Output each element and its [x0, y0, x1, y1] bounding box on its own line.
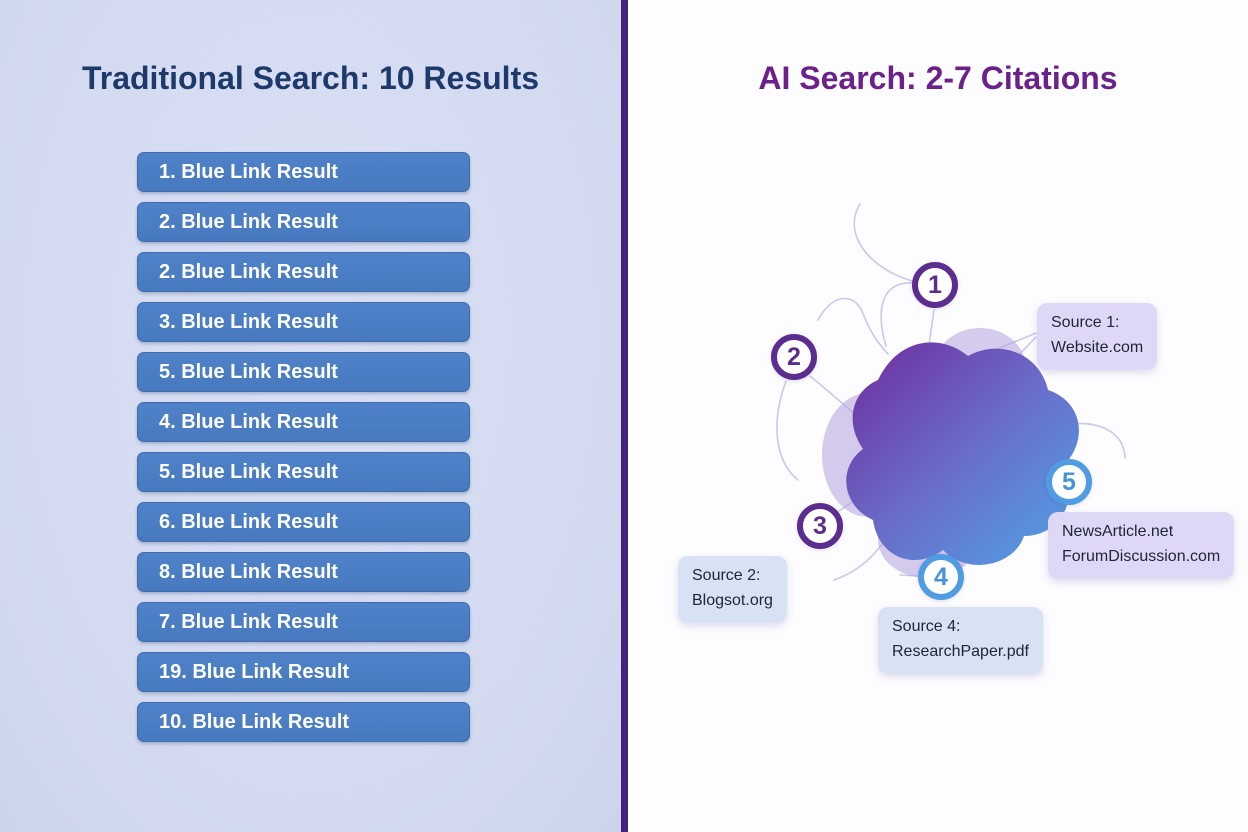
- traditional-search-panel: Traditional Search: 10 Results 1. Blue L…: [0, 0, 621, 832]
- panel-divider: [621, 0, 628, 832]
- result-item[interactable]: 2. Blue Link Result: [137, 202, 470, 242]
- search-results-list: 1. Blue Link Result 2. Blue Link Result …: [137, 152, 470, 742]
- result-item[interactable]: 19. Blue Link Result: [137, 652, 470, 692]
- ai-search-title: AI Search: 2-7 Citations: [758, 60, 1118, 96]
- traditional-search-title: Traditional Search: 10 Results: [81, 60, 540, 96]
- citation-circle-3: 3: [797, 503, 843, 549]
- source-label-website: Source 1: Website.com: [1037, 303, 1158, 370]
- result-item[interactable]: 1. Blue Link Result: [137, 152, 470, 192]
- result-item[interactable]: 5. Blue Link Result: [137, 352, 470, 392]
- result-item[interactable]: 8. Blue Link Result: [137, 552, 470, 592]
- citation-circle-1: 1: [912, 262, 958, 308]
- ai-answer-blob: [846, 342, 1079, 565]
- result-item[interactable]: 4. Blue Link Result: [137, 402, 470, 442]
- source-label-blogsot: Source 2: Blogsot.org: [678, 556, 787, 623]
- result-item[interactable]: 7. Blue Link Result: [137, 602, 470, 642]
- citation-diagram: 1 2 3 4 5 Source 1: Website.com NewsArti…: [628, 0, 1248, 832]
- result-item[interactable]: 5. Blue Link Result: [137, 452, 470, 492]
- result-item[interactable]: 2. Blue Link Result: [137, 252, 470, 292]
- source-label-researchpaper: Source 4: ResearchPaper.pdf: [878, 607, 1043, 674]
- citation-circle-4: 4: [918, 554, 964, 600]
- result-item[interactable]: 3. Blue Link Result: [137, 302, 470, 342]
- citation-circle-2: 2: [771, 334, 817, 380]
- ai-search-panel: AI Search: 2-7 Citations: [628, 0, 1248, 832]
- citation-network-graphic: [776, 203, 1126, 581]
- source-label-newsarticle-forum: NewsArticle.net ForumDiscussion.com: [1048, 512, 1235, 579]
- result-item[interactable]: 10. Blue Link Result: [137, 702, 470, 742]
- result-item[interactable]: 6. Blue Link Result: [137, 502, 470, 542]
- citation-circle-5: 5: [1046, 459, 1092, 505]
